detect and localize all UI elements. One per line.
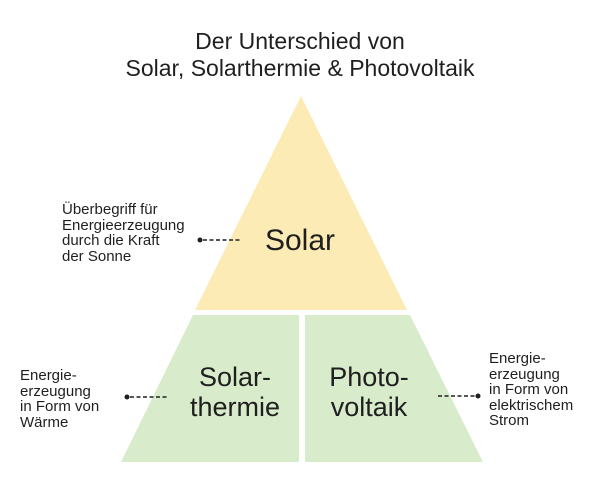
- annotation-photovoltaik: Energie- erzeugung in Form von elektrisc…: [489, 351, 573, 429]
- segment-label-line: Solar-: [198, 362, 272, 392]
- annotation-line: Überbegriff für: [62, 201, 158, 218]
- pyramid-segment-photovoltaik: [305, 315, 483, 462]
- segment-label-solar: Solar: [264, 224, 336, 257]
- connector-solarthermie: [124, 394, 168, 400]
- annotation-line: in Form von: [20, 398, 100, 415]
- annotation-line: erzeugung: [489, 365, 560, 383]
- connector-dot-icon: [197, 237, 203, 243]
- connector-photovoltaik: [438, 393, 481, 399]
- connector-dot-icon: [124, 394, 130, 400]
- annotation-line: Energieerzeugung: [62, 216, 185, 234]
- pyramid-segment-solarthermie: [121, 315, 299, 462]
- annotation-line: Energie-: [489, 350, 546, 367]
- annotation-line: elektrischem: [489, 396, 574, 414]
- title-line-2: Solar, Solarthermie & Photovoltaik: [125, 55, 475, 81]
- annotation-line: Energie-: [20, 367, 77, 384]
- segment-label-line: thermie: [189, 392, 281, 422]
- annotation-line: erzeugung: [20, 382, 91, 400]
- annotation-line: Strom: [489, 412, 530, 429]
- annotation-solar: Überbegriff für Energieerzeugung durch d…: [62, 202, 185, 264]
- connector-solar: [197, 237, 242, 243]
- segment-label-line: Photo-: [329, 362, 409, 392]
- diagram-title: Der Unterschied von Solar, Solarthermie …: [0, 28, 600, 82]
- segment-label-solarthermie: Solar- thermie: [170, 362, 300, 422]
- annotation-line: Wärme: [20, 413, 69, 431]
- title-line-1: Der Unterschied von: [195, 28, 405, 54]
- annotation-solarthermie: Energie- erzeugung in Form von Wärme: [20, 368, 99, 430]
- segment-label-photovoltaik: Photo- voltaik: [304, 362, 434, 422]
- annotation-line: durch die Kraft: [62, 232, 160, 249]
- annotation-line: der Sonne: [62, 247, 132, 265]
- connector-dot-icon: [475, 393, 481, 399]
- annotation-line: in Form von: [489, 381, 569, 398]
- pyramid-segment-solar: [195, 96, 407, 310]
- segment-label-line: voltaik: [330, 392, 408, 422]
